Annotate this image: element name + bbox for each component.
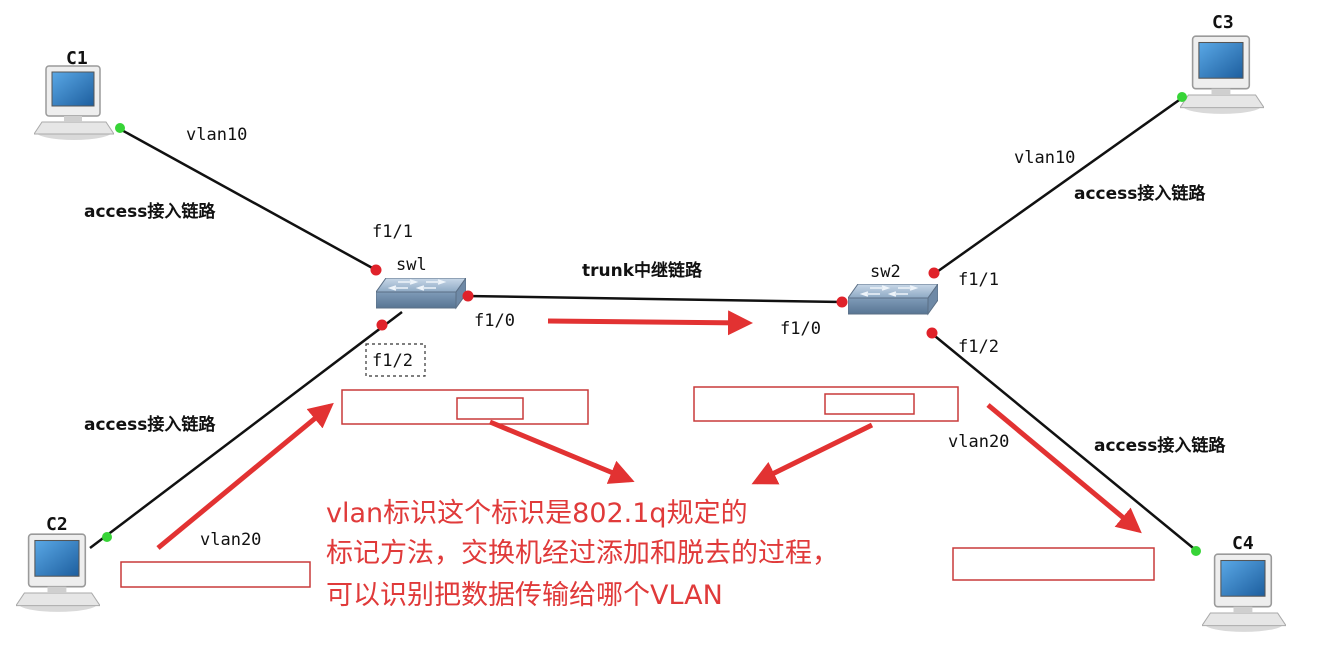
frame-box-sw1: [341, 389, 589, 425]
label-sw1-f12: f1/2: [372, 351, 413, 371]
arrow-trunk-direction: [547, 310, 753, 336]
frame-boxes: [120, 386, 1155, 588]
label-sw1: swl: [396, 255, 427, 275]
link-c4-sw2: [929, 331, 1199, 553]
label-c1-vlan: vlan10: [186, 125, 247, 145]
pc-c4-icon[interactable]: [1202, 553, 1286, 633]
frame-box-c4: [952, 547, 1155, 581]
label-sw1-f10: f1/0: [474, 311, 515, 331]
port-dot-sw2-f11: [928, 267, 940, 279]
link-c2-sw1: [89, 311, 403, 549]
label-c2-vlan: vlan20: [200, 530, 261, 550]
label-trunk-link: trunk中继链路: [582, 260, 703, 281]
label-sw2: sw2: [870, 262, 901, 282]
label-sw2-f11: f1/1: [958, 270, 999, 290]
port-dot-c1: [115, 123, 125, 133]
frame-tag-sw1: [456, 397, 524, 420]
arrow-frame1-to-note: [489, 419, 635, 484]
label-c1-link-type: access接入链路: [84, 201, 216, 222]
port-dot-c4: [1191, 546, 1201, 556]
label-c2: C2: [46, 514, 68, 535]
pc-c1-icon[interactable]: [34, 65, 114, 141]
port-dots: [102, 92, 1201, 556]
arrow-c2-to-frame: [156, 402, 334, 550]
note-line-3: 可以识别把数据传输给哪个VLAN: [326, 580, 723, 611]
switch-sw1-icon[interactable]: [376, 278, 466, 309]
arrow-frame2-to-note: [751, 422, 874, 485]
arrow-to-c4-frame: [986, 403, 1142, 534]
note-line-1: vlan标识这个标识是802.1q规定的: [326, 498, 748, 529]
frame-box-sw2: [693, 386, 959, 422]
port-dot-sw1-f10: [462, 290, 474, 302]
label-c2-link-type: access接入链路: [84, 414, 216, 435]
label-sw2-f12: f1/2: [958, 337, 999, 357]
label-sw1-f11: f1/1: [372, 222, 413, 242]
port-highlight-f12: [365, 343, 426, 377]
frame-tag-sw2: [824, 393, 915, 415]
port-dot-c3: [1177, 92, 1187, 102]
link-c3-sw2: [933, 96, 1183, 276]
label-c4-link-type: access接入链路: [1094, 435, 1226, 456]
link-sw1-sw2-trunk: [465, 294, 843, 304]
port-dot-sw2-f12: [926, 327, 938, 339]
note-line-2: 标记方法，交换机经过添加和脱去的过程，: [326, 538, 839, 569]
label-c3: C3: [1212, 12, 1234, 33]
pc-c2-icon[interactable]: [16, 533, 100, 613]
port-dot-sw2-f10: [836, 296, 848, 308]
pc-c3-icon[interactable]: [1180, 35, 1264, 115]
port-dot-sw1-f12: [376, 319, 388, 331]
label-c3-link-type: access接入链路: [1074, 183, 1206, 204]
link-c1-sw1: [117, 126, 377, 272]
label-c4: C4: [1232, 533, 1254, 554]
port-dot-sw1-f11: [370, 264, 382, 276]
label-sw2-f10: f1/0: [780, 319, 821, 339]
label-c3-vlan: vlan10: [1014, 148, 1075, 168]
frame-box-c2: [120, 561, 311, 588]
port-dot-c2: [102, 532, 112, 542]
switch-sw2-icon[interactable]: [848, 284, 938, 315]
links: [89, 96, 1199, 553]
label-c1: C1: [66, 48, 88, 69]
arrows: [156, 310, 1142, 550]
label-c4-vlan: vlan20: [948, 432, 1009, 452]
